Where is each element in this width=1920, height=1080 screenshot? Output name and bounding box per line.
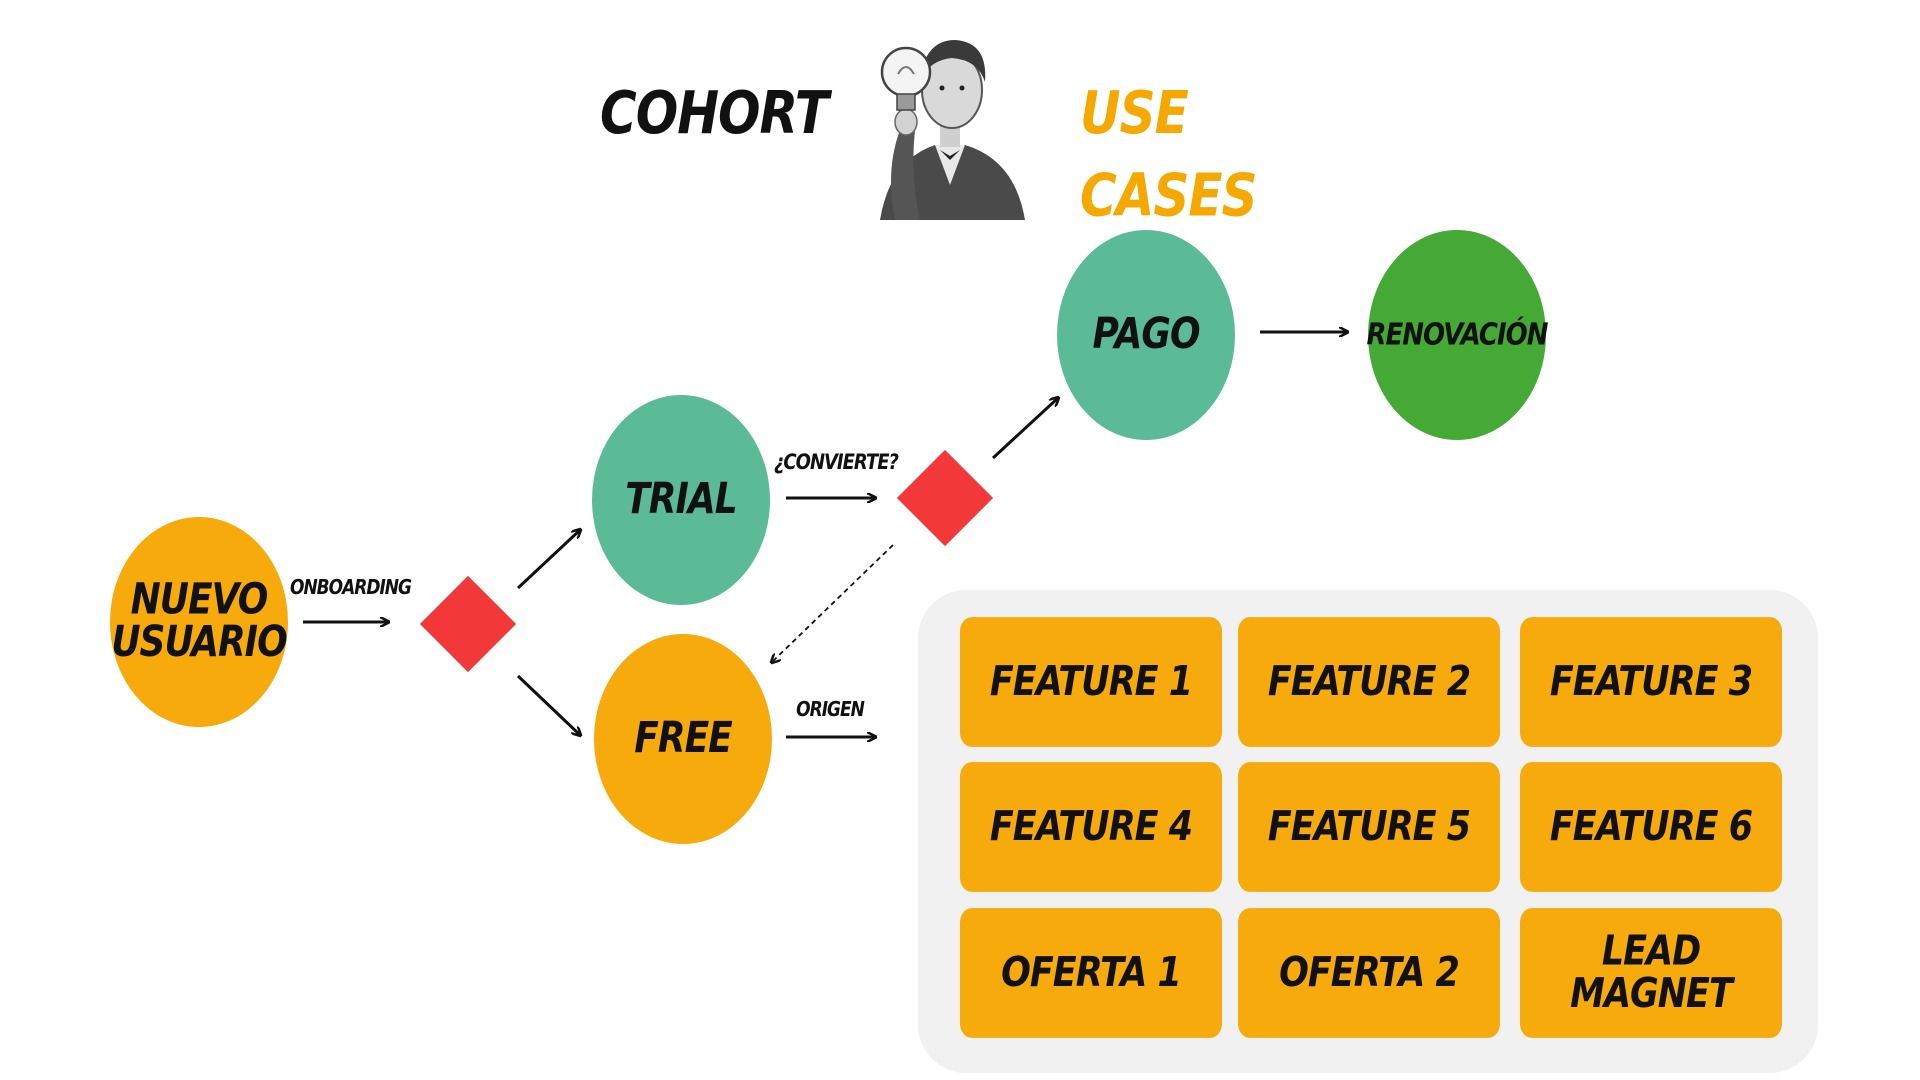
node-free: FREE — [594, 633, 772, 845]
node-trial-label: TRIAL — [625, 475, 737, 524]
card-lead-magnet: LEAD MAGNET — [1520, 908, 1782, 1038]
inventor-lightbulb-illustration — [880, 40, 1025, 220]
card-label: OFERTA 1 — [1001, 949, 1182, 997]
edge-label-convierte: ¿CONVIERTE? — [773, 450, 899, 475]
card-oferta-1: OFERTA 1 — [960, 908, 1222, 1038]
header-title-use-cases: USE CASES — [1080, 78, 1258, 230]
card-feature-5: FEATURE 5 — [1238, 762, 1500, 892]
feature-panel: FEATURE 1 FEATURE 2 FEATURE 3 FEATURE 4 … — [918, 590, 1818, 1073]
node-nuevo-usuario: NUEVO USUARIO — [110, 516, 288, 728]
node-free-label: FREE — [634, 714, 732, 763]
card-feature-6: FEATURE 6 — [1520, 762, 1782, 892]
edge-label-onboarding: ONBOARDING — [290, 576, 412, 600]
card-label: FEATURE 1 — [989, 658, 1193, 706]
arrow-to-trial — [516, 530, 580, 590]
card-feature-4: FEATURE 4 — [960, 762, 1222, 892]
edge-label-origen: ORIGEN — [796, 698, 865, 722]
node-pago-label: PAGO — [1092, 310, 1200, 359]
card-label-line1: LEAD — [1601, 928, 1701, 976]
node-pago: PAGO — [1057, 229, 1235, 441]
card-label: FEATURE 2 — [1267, 658, 1471, 706]
card-label: FEATURE 5 — [1267, 803, 1471, 851]
card-label-line2: MAGNET — [1570, 970, 1733, 1018]
arrow-dashed-back-to-free — [772, 544, 894, 662]
card-label: OFERTA 2 — [1279, 949, 1460, 997]
header-title-cohort: COHORT — [600, 78, 829, 148]
arrow-to-pago — [991, 398, 1058, 460]
card-label: FEATURE 4 — [989, 803, 1193, 851]
card-label: FEATURE 3 — [1549, 658, 1753, 706]
card-label: FEATURE 6 — [1549, 803, 1753, 851]
card-oferta-2: OFERTA 2 — [1238, 908, 1500, 1038]
arrow-to-free — [516, 674, 580, 735]
card-feature-3: FEATURE 3 — [1520, 617, 1782, 747]
node-nuevo-usuario-line1: NUEVO — [130, 575, 269, 625]
node-trial: TRIAL — [592, 394, 770, 606]
node-nuevo-usuario-line2: USUARIO — [111, 618, 287, 667]
card-feature-1: FEATURE 1 — [960, 617, 1222, 747]
card-feature-2: FEATURE 2 — [1238, 617, 1500, 747]
node-renovacion-label: RENOVACIÓN — [1366, 317, 1549, 353]
node-renovacion: RENOVACIÓN — [1366, 229, 1549, 441]
